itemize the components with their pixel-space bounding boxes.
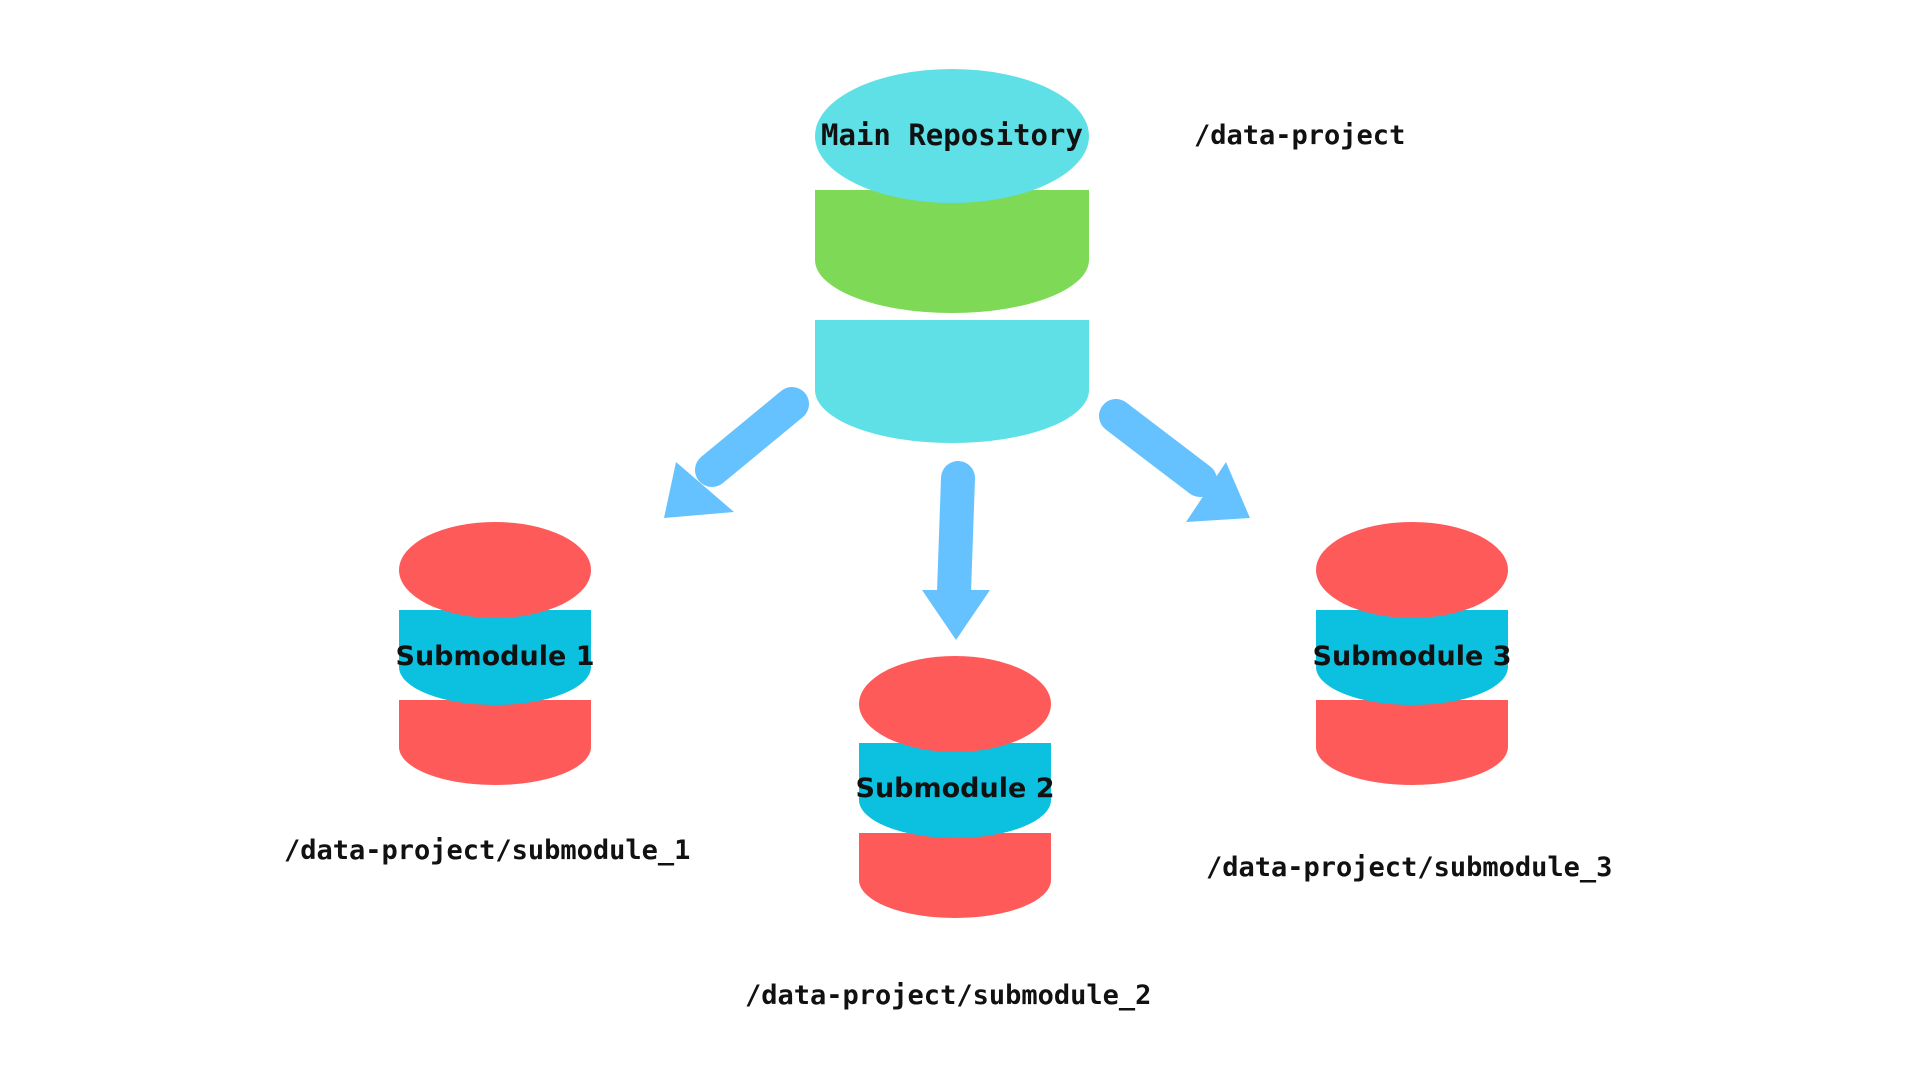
database-cylinder-icon <box>859 656 1051 918</box>
submodule-1-label: Submodule 1 <box>396 641 595 672</box>
main-repository-cylinder: Main Repository <box>815 69 1089 443</box>
database-cylinder-icon <box>1316 522 1508 785</box>
submodule-2-path: /data-project/submodule_2 <box>745 980 1151 1011</box>
submodule-2-label: Submodule 2 <box>856 773 1055 804</box>
arrow-to-submodule-3 <box>1099 399 1250 522</box>
database-cylinder-icon <box>815 69 1089 443</box>
main-repository-path: /data-project <box>1194 120 1405 151</box>
submodule-1-cylinder: Submodule 1 <box>396 522 595 785</box>
main-repository-label: Main Repository <box>821 118 1083 152</box>
submodule-1-path: /data-project/submodule_1 <box>284 835 690 866</box>
submodule-3-path: /data-project/submodule_3 <box>1206 852 1612 883</box>
submodule-3-cylinder: Submodule 3 <box>1313 522 1512 785</box>
submodule-2-cylinder: Submodule 2 <box>856 656 1055 918</box>
arrow-to-submodule-1 <box>664 387 809 518</box>
database-cylinder-icon <box>399 522 591 785</box>
arrow-to-submodule-2 <box>922 461 990 640</box>
submodule-3-label: Submodule 3 <box>1313 641 1512 672</box>
